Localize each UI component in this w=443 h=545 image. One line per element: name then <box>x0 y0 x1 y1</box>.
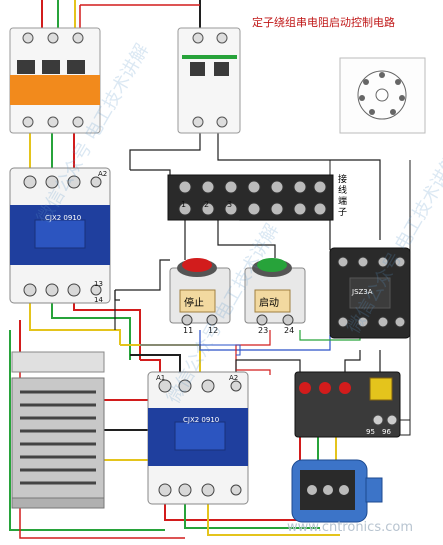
button-terminal-11: 11 <box>183 326 194 335</box>
thermal-relay-96-label: 96 <box>382 428 391 436</box>
terminal-number-2: 2 <box>204 200 210 209</box>
terminal-number-3: 3 <box>227 200 233 209</box>
control-breaker <box>177 27 241 134</box>
km1-aux-14-label: 14 <box>94 296 103 304</box>
km1-a2-label: A2 <box>98 170 108 178</box>
km2-a1-label: A1 <box>156 374 166 382</box>
terminal-block-label: 接线端子 <box>338 175 348 218</box>
stop-button-label: 停止 <box>184 298 204 309</box>
km2-model-label: CJX2 0910 <box>183 416 220 424</box>
km1-model-label: CJX2 0910 <box>45 214 82 222</box>
terminal-block <box>167 174 334 221</box>
contactor-km2 <box>147 371 249 505</box>
socket-pin-diagram <box>339 57 426 134</box>
diagram-title: 定子绕组串电阻启动控制电路 <box>252 16 395 29</box>
contactor-km1 <box>9 167 111 304</box>
thermal-relay <box>294 371 401 438</box>
button-terminal-24: 24 <box>284 326 295 335</box>
start-button-label: 启动 <box>259 298 279 309</box>
start-button-unit <box>244 258 306 326</box>
time-relay-socket <box>329 247 411 339</box>
thermal-relay-95-label: 95 <box>366 428 375 436</box>
wires <box>9 0 411 539</box>
button-terminal-12: 12 <box>208 326 219 335</box>
button-terminal-23: 23 <box>258 326 269 335</box>
km2-a2-label: A2 <box>229 374 239 382</box>
footer-url: www.cntronics.com <box>286 520 413 535</box>
terminal-number-1: 1 <box>181 200 187 209</box>
km1-aux-13-label: 13 <box>94 280 103 288</box>
motor <box>291 459 383 523</box>
time-relay-label: JSZ3A <box>352 288 373 296</box>
stop-button-unit <box>169 258 231 326</box>
main-breaker <box>9 27 101 134</box>
starting-resistor <box>11 351 105 509</box>
